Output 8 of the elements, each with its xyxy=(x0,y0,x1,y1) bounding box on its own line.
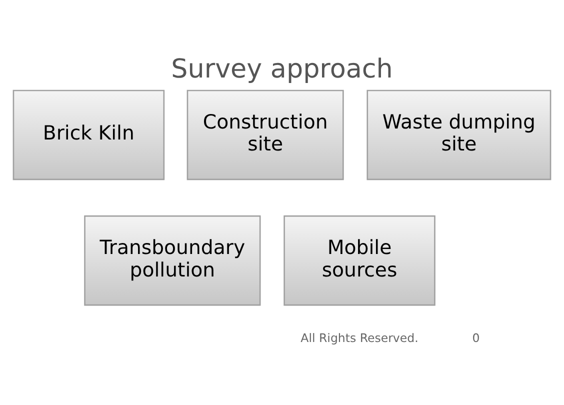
node-box: Mobile sources xyxy=(284,214,436,306)
node-box: Brick Kiln xyxy=(12,89,165,180)
node-box: Construction site xyxy=(186,89,344,180)
node-box: Waste dumping site xyxy=(366,89,552,180)
diagram-title: Survey approach xyxy=(171,54,393,84)
label: All Rights Reserved. xyxy=(300,330,418,344)
node-box: Transboundary pollution xyxy=(84,214,261,306)
label: 0 xyxy=(472,330,480,344)
